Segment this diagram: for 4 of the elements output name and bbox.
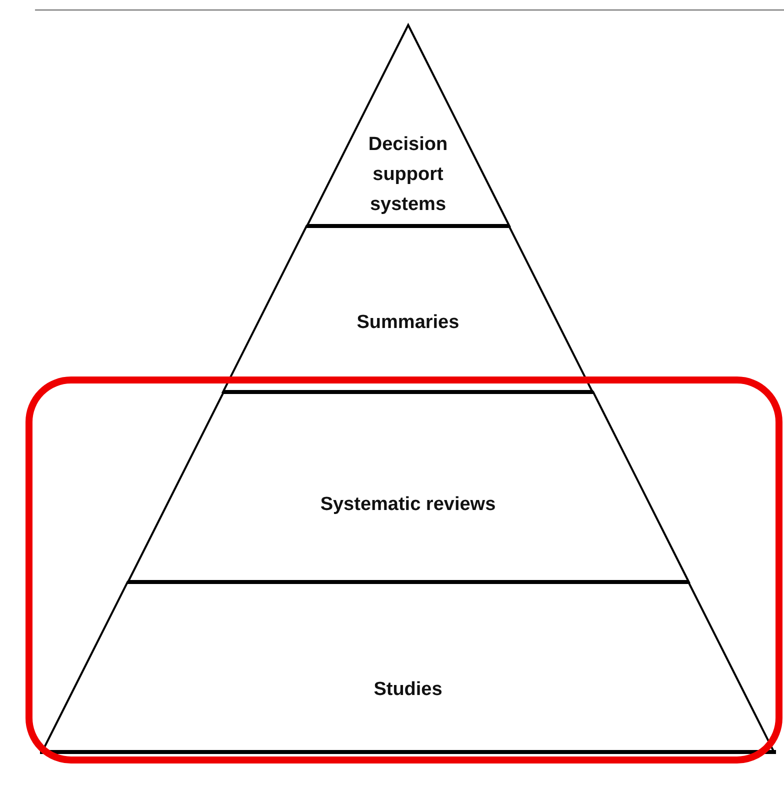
- tier-label: Decision support systems: [367, 133, 449, 217]
- tier-label: Summaries: [356, 311, 460, 335]
- tier-label: Systematic reviews: [319, 493, 497, 517]
- tier-label: Studies: [372, 678, 444, 702]
